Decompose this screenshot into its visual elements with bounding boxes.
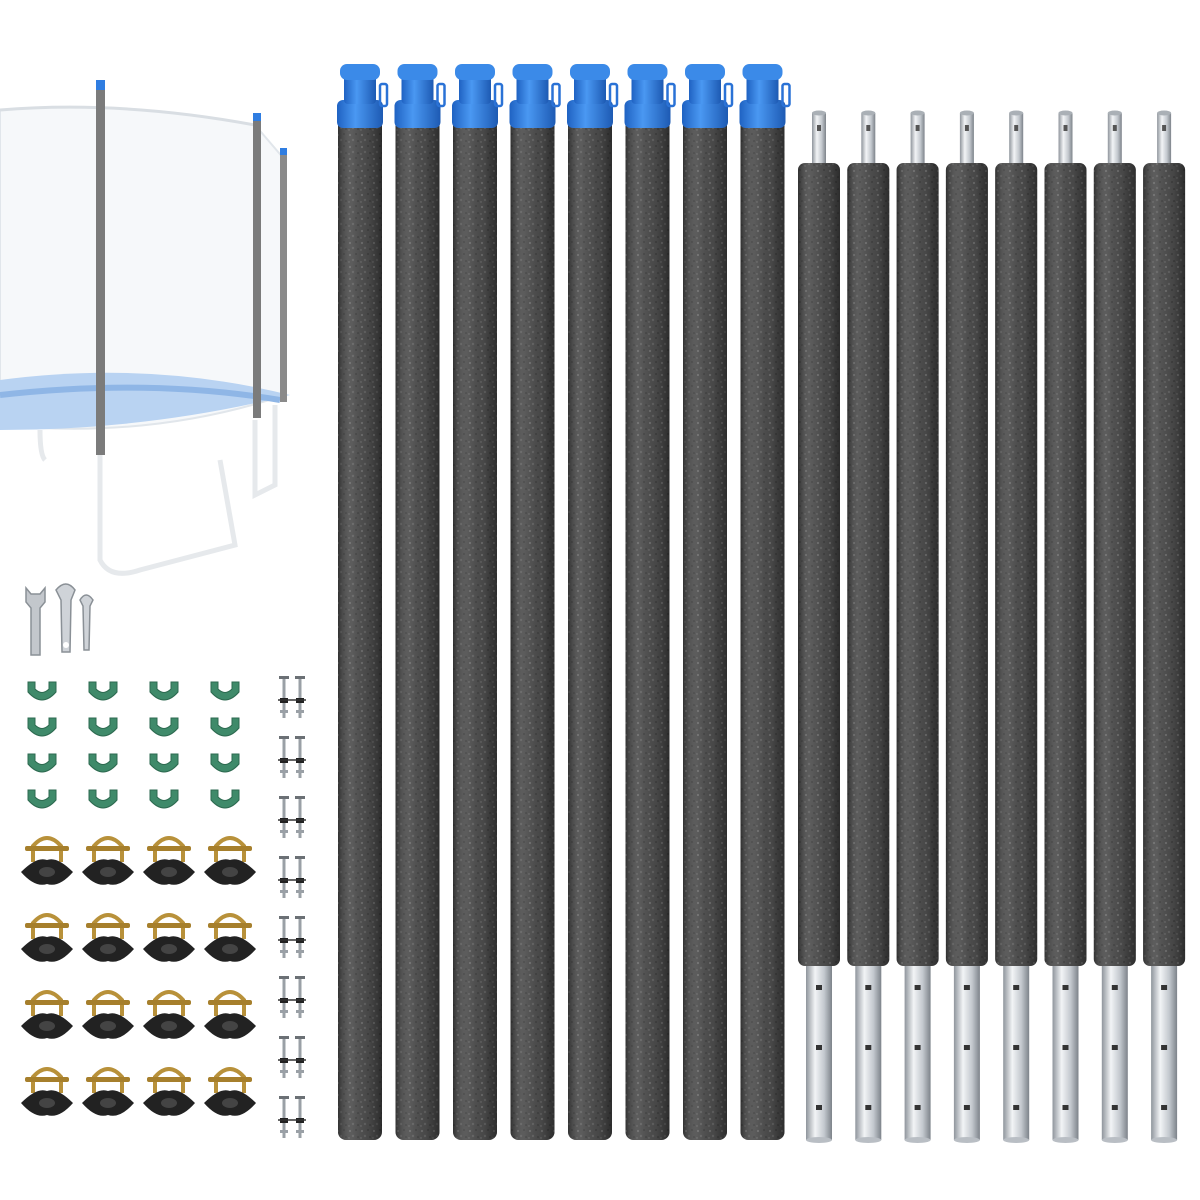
screw-set-icon	[278, 1036, 306, 1078]
u-bolt-bracket-icon	[204, 1067, 256, 1116]
upper-pole	[682, 64, 734, 1140]
pole-clip-icon	[149, 681, 179, 701]
pole-clip-icon	[210, 681, 240, 701]
pole-clip-icon	[149, 717, 179, 737]
u-bolt-bracket-icon	[143, 1067, 195, 1116]
pole-clip-icon	[88, 753, 118, 773]
lower-pole	[1044, 110, 1087, 1143]
pole-clip-icon	[88, 717, 118, 737]
upper-pole	[337, 64, 389, 1140]
u-bolt-bracket-icon	[204, 990, 256, 1039]
screw-set-icon	[278, 796, 306, 838]
u-bolt-bracket-icon	[204, 913, 256, 962]
u-bolt-bracket-icon	[204, 836, 256, 885]
u-bolt-bracket-icon	[21, 990, 73, 1039]
upper-pole	[739, 64, 791, 1140]
screw-sets-group	[278, 676, 306, 1138]
blue-cap	[509, 64, 561, 128]
lower-pole	[995, 110, 1038, 1143]
u-bolt-bracket-icon	[21, 1067, 73, 1116]
lower-pole	[847, 110, 890, 1143]
upper-poles-group	[337, 64, 791, 1140]
screw-set-icon	[278, 916, 306, 958]
lower-poles-group	[798, 110, 1186, 1143]
u-bolt-bracket-icon	[82, 913, 134, 962]
u-bolt-bracket-icon	[82, 836, 134, 885]
lower-pole	[1143, 110, 1186, 1143]
upper-pole	[624, 64, 676, 1140]
pole-clip-icon	[88, 789, 118, 809]
u-bolt-bracket-icon	[21, 913, 73, 962]
upper-pole	[567, 64, 619, 1140]
pole-clip-icon	[210, 717, 240, 737]
pole-clips-group	[27, 681, 240, 809]
upper-pole	[509, 64, 561, 1140]
pole-clip-icon	[27, 753, 57, 773]
blue-cap	[337, 64, 389, 128]
wrench-icon	[25, 583, 94, 656]
screw-set-icon	[278, 856, 306, 898]
pole-clip-icon	[27, 681, 57, 701]
u-bolt-bracket-icon	[82, 990, 134, 1039]
blue-cap	[394, 64, 446, 128]
screw-set-icon	[278, 976, 306, 1018]
lower-pole	[798, 110, 840, 1143]
blue-cap	[739, 64, 791, 128]
screw-set-icon	[278, 676, 306, 718]
upper-pole	[394, 64, 446, 1140]
pole-clip-icon	[27, 789, 57, 809]
pole-clip-icon	[27, 717, 57, 737]
lower-pole	[1093, 110, 1136, 1143]
pole-clip-icon	[149, 789, 179, 809]
pole-clip-icon	[210, 789, 240, 809]
lower-pole	[945, 110, 988, 1143]
screw-set-icon	[278, 736, 306, 778]
u-bolt-bracket-icon	[82, 1067, 134, 1116]
blue-cap	[682, 64, 734, 128]
u-bolt-bracket-icon	[143, 836, 195, 885]
upper-pole	[452, 64, 504, 1140]
u-bolt-bracket-icon	[21, 836, 73, 885]
lower-pole	[896, 110, 939, 1143]
pole-clip-icon	[149, 753, 179, 773]
blue-cap	[624, 64, 676, 128]
pole-clip-icon	[88, 681, 118, 701]
u-bolt-bracket-icon	[143, 990, 195, 1039]
pole-clip-icon	[210, 753, 240, 773]
u-bolt-bracket-icon	[143, 913, 195, 962]
screw-set-icon	[278, 1096, 306, 1138]
trampoline-preview	[0, 80, 290, 576]
blue-cap	[567, 64, 619, 128]
blue-cap	[452, 64, 504, 128]
u-bolt-brackets-group	[21, 836, 256, 1116]
